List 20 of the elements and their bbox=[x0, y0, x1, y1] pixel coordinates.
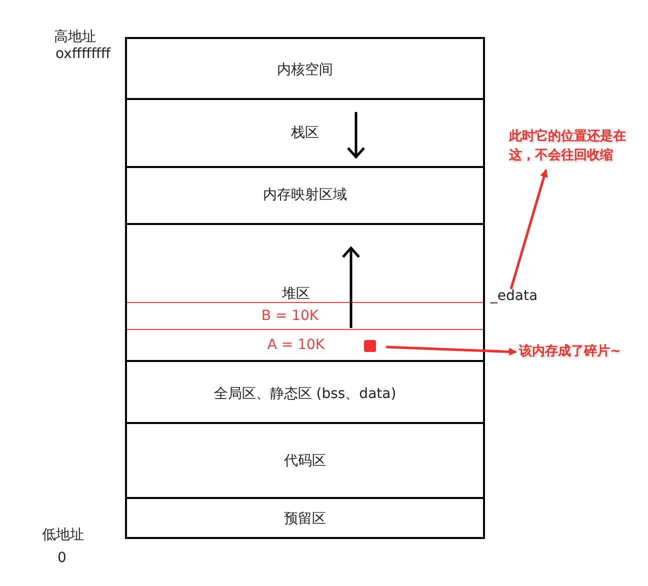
heap-block-band: B = 10K bbox=[127, 302, 483, 330]
memory-segment-box: 预留区 bbox=[125, 497, 485, 539]
memory-segment-box: 内核空间 bbox=[125, 37, 485, 100]
heap-segment-box bbox=[125, 223, 485, 362]
arrow bbox=[386, 346, 517, 356]
address-label: 0 bbox=[56, 550, 68, 566]
address-label: _edata bbox=[486, 288, 542, 306]
address-label: 低地址 bbox=[41, 526, 85, 544]
callout-note: 此时它的位置还是在这，不会往回收缩 bbox=[509, 127, 629, 167]
address-label: oxffffffff bbox=[54, 46, 112, 62]
memory-segment-box: 代码区 bbox=[125, 422, 485, 499]
callout-note: 该内存成了碎片~ bbox=[519, 342, 629, 361]
memory-segment-box: 全局区、静态区 (bss、data) bbox=[125, 360, 485, 424]
fragment-marker bbox=[364, 340, 376, 352]
segment-label: A = 10K bbox=[266, 337, 326, 353]
arrow bbox=[510, 169, 548, 290]
memory-segment-box: 内存映射区域 bbox=[125, 166, 485, 225]
segment-label: 堆区 bbox=[281, 285, 311, 303]
address-label: 高地址 bbox=[53, 28, 97, 46]
memory-segment-box: 栈区 bbox=[125, 98, 485, 168]
